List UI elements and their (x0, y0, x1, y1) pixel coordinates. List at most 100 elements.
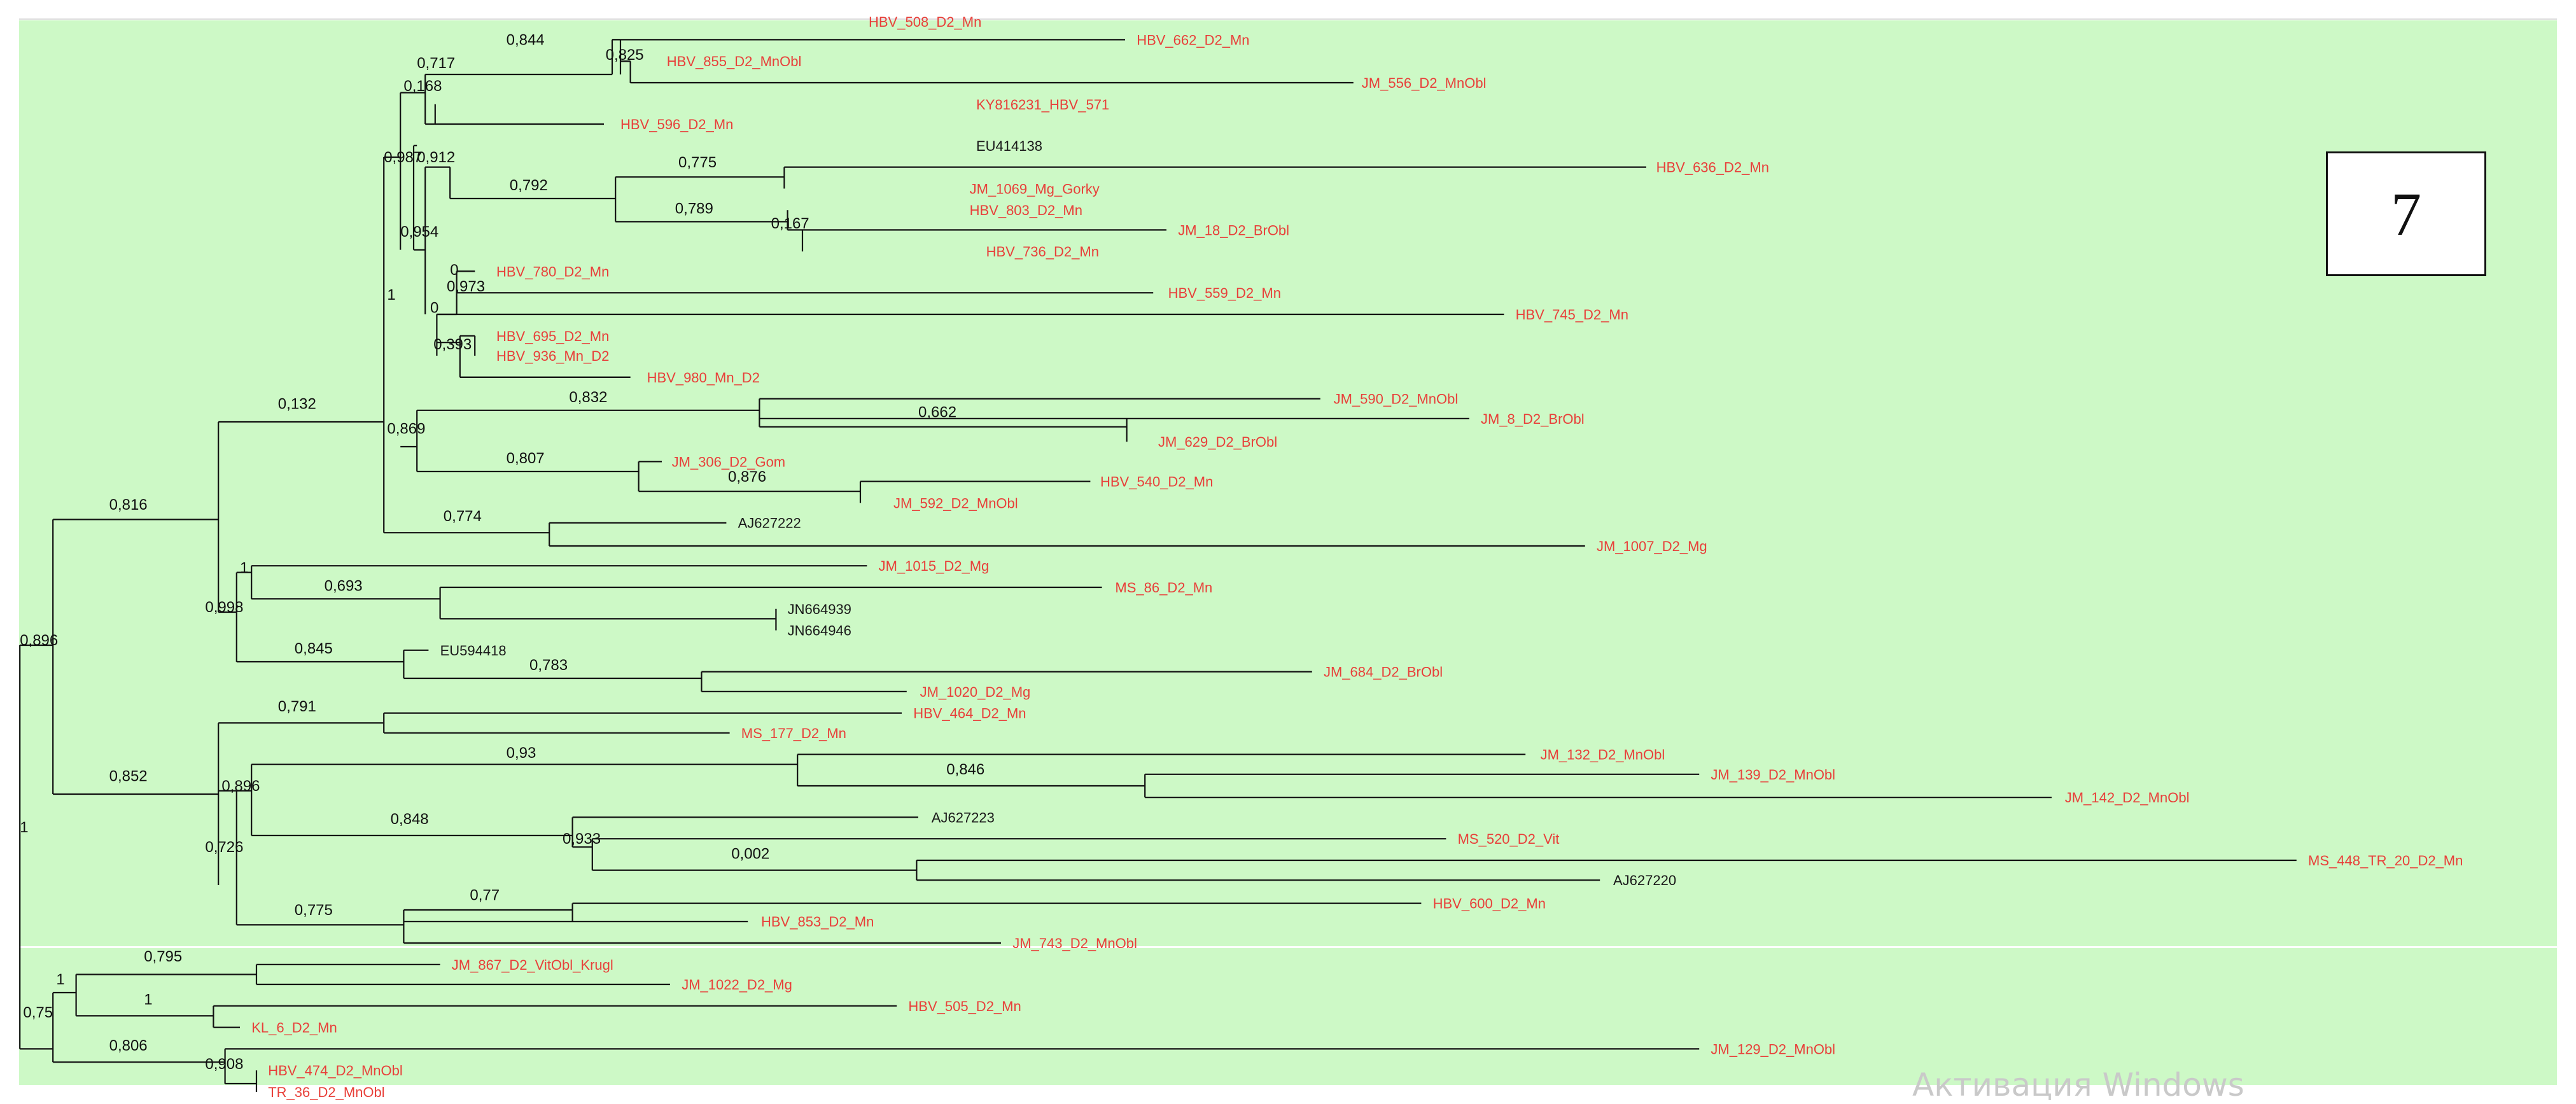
support-value: 0,791 (278, 698, 316, 715)
support-value: 0,832 (569, 389, 607, 406)
support-value: 0,775 (295, 902, 333, 919)
leaf-label: AJ627223 (932, 809, 995, 825)
leaf-label: JM_629_D2_BrObl (1158, 434, 1277, 450)
leaf-label: JM_8_D2_BrObl (1481, 411, 1585, 427)
leaf-label: JN664939 (788, 601, 851, 617)
leaf-label: HBV_505_D2_Mn (908, 998, 1021, 1014)
tree-background-bottom (19, 948, 2557, 1085)
leaf-label: JM_684_D2_BrObl (1324, 664, 1443, 680)
leaf-label: HBV_540_D2_Mn (1100, 474, 1213, 490)
tree-background-top (19, 20, 2557, 946)
leaf-label: HBV_803_D2_Mn (970, 202, 1082, 218)
leaf-label: JM_139_D2_MnObl (1711, 767, 1835, 783)
support-value: 1 (387, 286, 395, 304)
panel-number-box: 7 (2326, 151, 2486, 276)
leaf-label: JM_1020_D2_Mg (920, 684, 1031, 700)
leaf-label: HBV_695_D2_Mn (496, 328, 609, 344)
leaf-label: HBV_559_D2_Mn (1168, 285, 1281, 301)
leaf-label: HBV_745_D2_Mn (1516, 307, 1628, 323)
leaf-label: HBV_853_D2_Mn (761, 914, 874, 930)
support-value: 0,987 (384, 149, 422, 166)
support-value: 0,973 (447, 278, 485, 295)
support-value: 0,783 (529, 657, 568, 674)
leaf-label: HBV_780_D2_Mn (496, 263, 609, 279)
leaf-label: HBV_596_D2_Mn (620, 116, 733, 132)
leaf-label: JM_592_D2_MnObl (893, 495, 1018, 511)
support-value: 0,933 (563, 830, 601, 848)
support-value: 0,876 (728, 468, 766, 486)
support-value: 0,75 (23, 1004, 53, 1021)
support-value: 0,693 (325, 577, 363, 594)
leaf-label: MS_177_D2_Mn (741, 725, 846, 741)
support-value: 0,908 (205, 1056, 243, 1073)
leaf-label: HBV_855_D2_MnObl (667, 53, 802, 69)
leaf-label: HBV_508_D2_Mn (869, 14, 981, 30)
leaf-label: JM_1007_D2_Mg (1597, 538, 1707, 554)
support-value: 0,816 (109, 496, 148, 514)
support-value: 0,002 (731, 846, 769, 863)
windows-activation-watermark: Активация Windows (1912, 1066, 2244, 1103)
panel-number: 7 (2391, 179, 2421, 248)
leaf-label: HBV_662_D2_Mn (1137, 32, 1249, 48)
leaf-label: JM_18_D2_BrObl (1178, 222, 1289, 238)
leaf-label: HBV_474_D2_MnObl (268, 1063, 403, 1079)
support-value: 0,168 (403, 78, 442, 95)
leaf-label: JM_743_D2_MnObl (1012, 935, 1137, 951)
leaf-label: MS_520_D2_Vit (1458, 831, 1560, 847)
support-value: 0,844 (507, 31, 545, 48)
leaf-label: JM_1022_D2_Mg (682, 977, 792, 993)
support-value: 0,896 (20, 632, 58, 649)
support-value: 1 (56, 971, 64, 988)
support-value: 0,662 (918, 403, 956, 421)
support-value: 0,848 (391, 811, 429, 828)
support-value: 0,807 (507, 450, 545, 467)
leaf-label: JM_590_D2_MnObl (1334, 391, 1459, 407)
leaf-label: EU594418 (440, 643, 507, 659)
support-value: 1 (144, 991, 152, 1008)
support-value: 0,795 (144, 948, 182, 965)
support-value: 0,77 (470, 887, 500, 904)
support-value: 0,717 (417, 55, 455, 72)
support-value: 0 (430, 300, 438, 317)
leaf-label: AJ627222 (738, 515, 801, 531)
support-value: 0,792 (510, 177, 548, 194)
support-value: 0,954 (400, 223, 438, 241)
leaf-label: HBV_600_D2_Mn (1433, 896, 1546, 912)
support-value: 0,912 (417, 149, 455, 166)
support-value: 0,132 (278, 395, 316, 412)
leaf-label: KY816231_HBV_571 (976, 97, 1109, 113)
leaf-label: HBV_636_D2_Mn (1656, 160, 1769, 176)
support-value: 0,167 (771, 215, 809, 232)
leaf-label: JM_142_D2_MnObl (2065, 790, 2190, 806)
support-value: 0,846 (946, 761, 984, 778)
leaf-label: HBV_936_Mn_D2 (496, 348, 609, 364)
support-value: 0,774 (444, 508, 482, 525)
leaf-label: JM_129_D2_MnObl (1711, 1041, 1835, 1057)
leaf-label: JM_1069_Mg_Gorky (970, 181, 1100, 197)
leaf-label: AJ627220 (1613, 872, 1676, 888)
leaf-label: HBV_980_Mn_D2 (647, 370, 760, 386)
leaf-label: KL_6_D2_Mn (251, 1020, 337, 1036)
support-value: 0,806 (109, 1037, 148, 1054)
leaf-label: MS_86_D2_Mn (1115, 580, 1212, 596)
support-value: 0,869 (387, 420, 425, 437)
leaf-label: JM_556_D2_MnObl (1362, 75, 1487, 91)
support-value: 0,789 (675, 200, 713, 218)
leaf-label: HBV_464_D2_Mn (913, 706, 1026, 722)
leaf-label: JM_132_D2_MnObl (1541, 747, 1665, 763)
leaf-label: JM_867_D2_VitObl_Krugl (452, 957, 613, 973)
leaf-label: JM_1015_D2_Mg (879, 558, 990, 574)
support-value: 0,845 (295, 640, 333, 657)
support-value: 0,93 (507, 744, 536, 762)
support-value: 0 (450, 262, 458, 279)
leaf-label: MS_448_TR_20_D2_Mn (2308, 853, 2463, 869)
support-value: 0,393 (433, 336, 472, 353)
leaf-label: TR_36_D2_MnObl (268, 1084, 384, 1100)
support-value: 0,896 (221, 778, 260, 795)
support-value: 0,775 (678, 154, 717, 171)
support-value: 0,852 (109, 767, 148, 785)
leaf-label: EU414138 (976, 138, 1042, 154)
support-value: 1 (240, 559, 248, 576)
support-value: 0,825 (606, 46, 644, 64)
leaf-label: JN664946 (788, 623, 851, 639)
